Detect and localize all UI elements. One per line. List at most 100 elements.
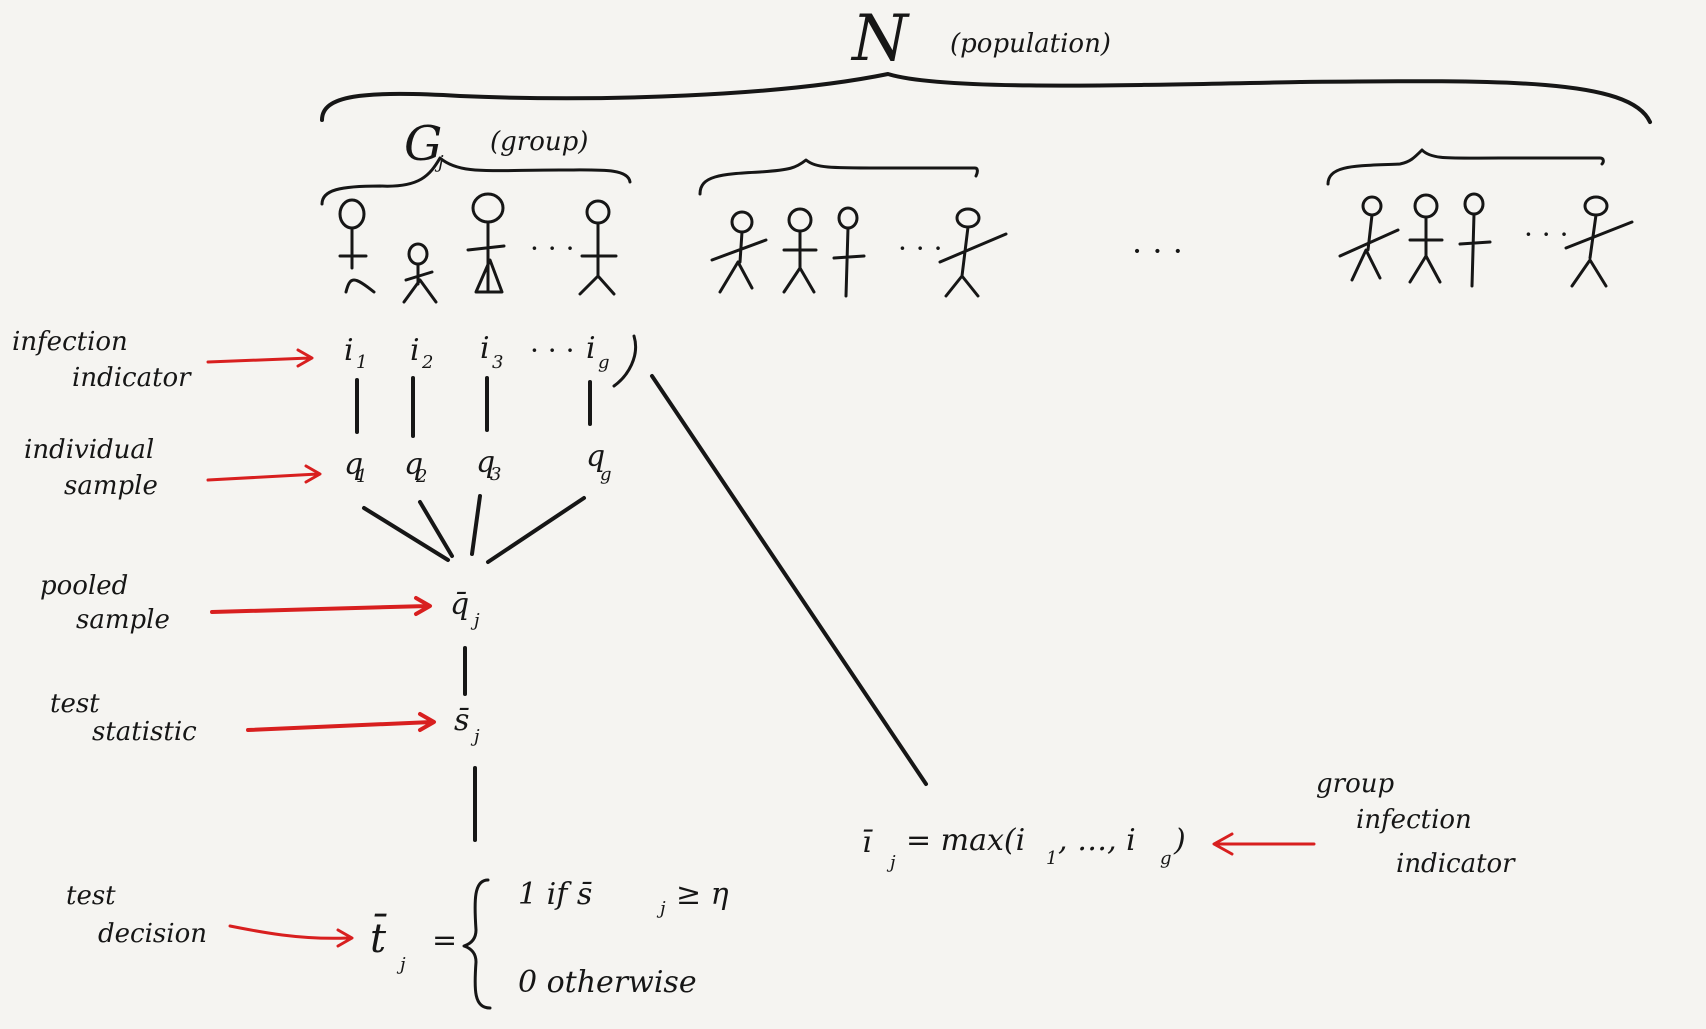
- svg-text:indicator: indicator: [72, 363, 192, 393]
- arrow-infection-indicator: [206, 348, 314, 368]
- person-figure: [1408, 193, 1444, 284]
- indicator-ig: i g: [586, 331, 610, 373]
- svg-text:i: i: [344, 333, 354, 368]
- svg-text:sample: sample: [64, 471, 158, 501]
- svg-text:): ): [1173, 823, 1186, 858]
- svg-text:ī: ī: [862, 825, 873, 860]
- svg-text:j: j: [656, 898, 666, 919]
- arrow-individual-sample: [206, 464, 322, 484]
- svg-text:1: 1: [356, 352, 367, 373]
- arrow-pooled-sample: [210, 596, 432, 616]
- label-test-decision: test decision: [66, 881, 207, 949]
- person-figure: [710, 210, 768, 294]
- indicator-to-group-line: [650, 374, 928, 786]
- label-test-statistic: test statistic: [50, 689, 197, 747]
- decision-brace: [462, 878, 492, 1010]
- decision-case-positive: 1 if s̄: [518, 877, 592, 912]
- svg-text:2: 2: [415, 466, 427, 487]
- sample-q3: q 3: [476, 445, 501, 485]
- arrow-test-decision: [228, 924, 354, 948]
- person-figure: [1338, 195, 1400, 282]
- label-infection-indicator: infection indicator: [12, 327, 192, 393]
- indicator-i3: i 3: [480, 331, 503, 373]
- population-brace: [320, 72, 1652, 124]
- arrow-test-statistic: [246, 712, 436, 732]
- person-figure: [938, 207, 1008, 298]
- group-1-people: [338, 192, 618, 304]
- group-label: (group): [490, 127, 588, 157]
- test-statistic-symbol: s̄ j: [454, 703, 480, 747]
- svg-text:indicator: indicator: [1396, 849, 1516, 879]
- person-figure: [1564, 195, 1634, 288]
- svg-text:2: 2: [421, 352, 433, 373]
- svg-text:1: 1: [1046, 848, 1057, 869]
- svg-text:decision: decision: [98, 919, 207, 949]
- svg-text:infection: infection: [12, 327, 128, 357]
- label-individual-sample: individual sample: [24, 435, 158, 501]
- svg-text:i: i: [586, 331, 596, 366]
- svg-text:1: 1: [356, 466, 367, 487]
- label-pooled-sample: pooled sample: [40, 571, 170, 635]
- svg-text:3: 3: [492, 352, 503, 373]
- svg-text:g: g: [1160, 848, 1172, 869]
- group-1-ellipsis: · · ·: [530, 232, 575, 265]
- pooled-sample-symbol: q̄ j: [450, 587, 480, 631]
- svg-text:i: i: [480, 331, 490, 366]
- svg-text:= max(i: = max(i: [906, 823, 1025, 858]
- test-decision-formula: t̄ j = 1 if s̄ j ≥ η 0 otherwise: [370, 877, 729, 1010]
- group-last-ellipsis: · · ·: [1524, 218, 1569, 251]
- svg-text:g: g: [598, 352, 610, 373]
- svg-text:q̄: q̄: [450, 587, 469, 622]
- svg-text:test: test: [50, 689, 100, 719]
- sample-qg: q g: [586, 439, 612, 485]
- svg-text:infection: infection: [1356, 805, 1472, 835]
- svg-text:group: group: [1316, 769, 1394, 799]
- between-groups-ellipsis: · · ·: [1132, 232, 1183, 270]
- svg-text:, …, i: , …, i: [1058, 823, 1136, 858]
- indicator-bracket: [612, 334, 637, 388]
- sample-q1: q 1: [344, 447, 367, 487]
- svg-text:≥ η: ≥ η: [676, 877, 729, 912]
- svg-text:test: test: [66, 881, 116, 911]
- svg-text:q: q: [586, 439, 605, 474]
- svg-text:j: j: [396, 954, 406, 975]
- svg-text:pooled: pooled: [40, 571, 128, 601]
- indicator-ellipsis: · · ·: [530, 334, 575, 367]
- svg-text:t̄: t̄: [370, 913, 387, 962]
- label-group-infection-indicator: group infection indicator: [1316, 769, 1516, 879]
- indicator-i2: i 2: [410, 333, 433, 373]
- svg-text:q: q: [404, 447, 423, 482]
- svg-text:statistic: statistic: [92, 717, 197, 747]
- person-figure: [402, 242, 438, 304]
- person-figure: [1458, 192, 1492, 288]
- indicator-i1: i 1: [344, 333, 367, 373]
- person-figure: [338, 198, 376, 294]
- population-label: (population): [950, 29, 1111, 59]
- svg-text:q: q: [344, 447, 363, 482]
- pooling-lines: [362, 494, 586, 564]
- sample-q2: q 2: [404, 447, 427, 487]
- svg-text:j: j: [886, 852, 896, 873]
- svg-text:=: =: [432, 923, 457, 958]
- svg-text:q: q: [476, 445, 495, 480]
- person-figure: [466, 192, 506, 294]
- group-last-brace: [1326, 148, 1605, 186]
- person-figure: [832, 206, 866, 298]
- svg-text:sample: sample: [76, 605, 170, 635]
- population-symbol: N: [850, 2, 910, 76]
- group-symbol-subscript: j: [434, 152, 444, 173]
- person-figure: [782, 207, 818, 294]
- group-infection-formula: ī j = max(i 1 , …, i g ): [862, 823, 1186, 873]
- person-figure: [578, 199, 618, 296]
- annotation-arrows: [206, 348, 1316, 948]
- svg-text:s̄: s̄: [454, 703, 469, 738]
- arrow-group-infection-indicator: [1212, 832, 1316, 856]
- indicator-sample-connectors: [355, 376, 592, 438]
- group-2-people: [710, 206, 1008, 298]
- svg-text:j: j: [470, 610, 480, 631]
- group-2-ellipsis: · · ·: [898, 232, 943, 265]
- svg-text:i: i: [410, 333, 420, 368]
- group-brace: [320, 156, 632, 206]
- svg-text:g: g: [600, 464, 612, 485]
